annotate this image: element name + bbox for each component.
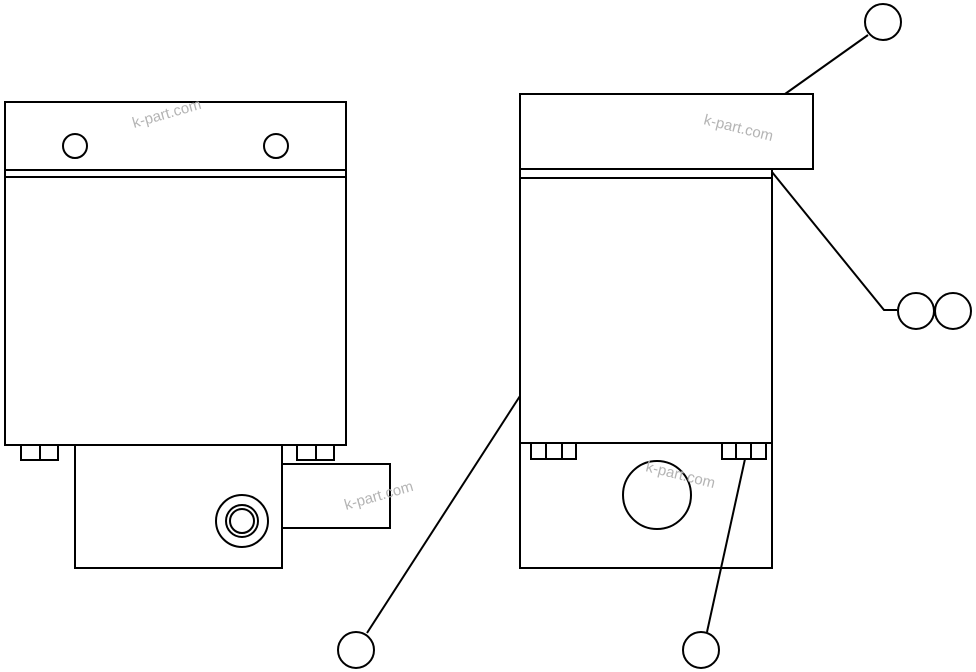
leader-line-top-right — [784, 34, 869, 95]
callout-right-a — [897, 292, 935, 330]
left-housing-body — [4, 101, 347, 446]
leader-lines — [366, 34, 897, 634]
right-base-block — [519, 442, 773, 569]
watermark-text: k-part.com — [702, 111, 775, 145]
right-view — [519, 93, 814, 569]
watermarks: k-part.com k-part.com k-part.com k-part.… — [130, 96, 774, 514]
watermark-text: k-part.com — [342, 478, 415, 514]
callout-bottom-left — [337, 631, 375, 669]
right-base-port — [622, 460, 692, 530]
leader-line-right — [771, 171, 897, 311]
left-mounting-hole-1 — [62, 133, 88, 159]
callout-bottom-right — [682, 631, 720, 669]
leader-line-bottom-left — [366, 395, 521, 634]
callout-right-b — [934, 292, 972, 330]
left-base-block — [74, 444, 283, 569]
leader-line-bottom-right — [706, 458, 746, 633]
callout-top-right — [864, 3, 902, 41]
left-view — [4, 101, 391, 569]
right-bolt-head-2 — [721, 442, 767, 460]
left-bolt-head-1 — [20, 444, 59, 461]
watermark-text: k-part.com — [644, 458, 717, 492]
callouts — [337, 3, 972, 669]
right-bolt-head-1 — [530, 442, 577, 460]
left-side-port-block — [281, 463, 391, 529]
right-housing-body — [519, 168, 773, 444]
left-port-fitting — [215, 494, 269, 548]
left-bolt-head-2 — [296, 444, 335, 461]
left-mounting-hole-2 — [263, 133, 289, 159]
